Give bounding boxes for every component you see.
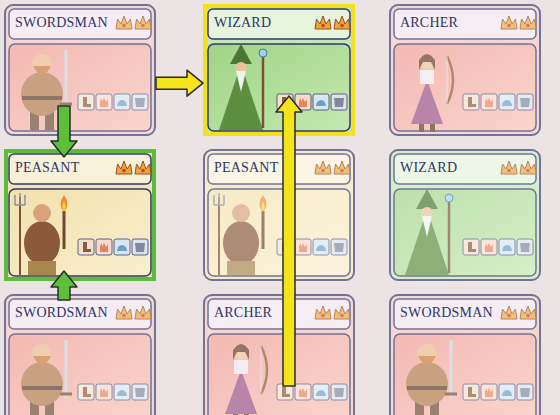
fade-veil	[389, 149, 541, 281]
card-frame	[390, 295, 540, 415]
unit-card: ARCHER	[389, 4, 541, 136]
wizard-figure	[219, 44, 267, 130]
unit-card: WIZARD	[203, 4, 355, 136]
fade-veil	[4, 4, 156, 136]
equipment-icon	[96, 239, 112, 255]
unit-card: PEASANT	[203, 149, 355, 281]
equipment-icon	[114, 239, 130, 255]
highlight-frame	[6, 151, 154, 279]
card-panel	[208, 44, 350, 131]
card-frame	[390, 5, 540, 135]
card-title: WIZARD	[398, 160, 459, 176]
unit-card: ARCHER	[203, 294, 355, 415]
move-arrow	[276, 96, 302, 386]
fade-veil	[389, 294, 541, 415]
unit-card: WIZARD	[389, 149, 541, 281]
card-title: PEASANT	[212, 160, 280, 176]
card-frame	[204, 5, 354, 135]
card-frame	[5, 150, 155, 280]
card-frame	[204, 150, 354, 280]
equipment-icon	[313, 94, 329, 110]
fade-veil	[389, 4, 541, 136]
card-title: WIZARD	[212, 15, 273, 31]
card-title: PEASANT	[13, 160, 81, 176]
move-arrow	[51, 106, 77, 157]
card-header	[9, 154, 151, 184]
unit-card: SWORDSMAN	[4, 294, 156, 415]
unit-card: SWORDSMAN	[389, 294, 541, 415]
unit-card: SWORDSMAN	[4, 4, 156, 136]
unit-card: PEASANT	[4, 149, 156, 281]
crown-icon	[315, 16, 331, 29]
move-arrow	[156, 70, 203, 96]
fade-veil	[4, 294, 156, 415]
card-panel	[9, 189, 151, 276]
equipment-icon	[132, 239, 148, 255]
equipment-icon	[331, 94, 347, 110]
card-frame	[390, 150, 540, 280]
peasant-figure	[15, 193, 68, 275]
fade-veil	[203, 294, 355, 415]
equipment-icon	[295, 94, 311, 110]
crown-icon	[116, 161, 132, 174]
card-frame	[204, 295, 354, 415]
highlight-frame	[205, 6, 353, 134]
card-title: SWORDSMAN	[13, 15, 110, 31]
move-arrow	[51, 271, 77, 300]
card-frame	[5, 295, 155, 415]
card-frame	[5, 5, 155, 135]
card-header	[208, 9, 350, 39]
card-title: SWORDSMAN	[13, 305, 110, 321]
card-title: ARCHER	[212, 305, 274, 321]
card-title: SWORDSMAN	[398, 305, 495, 321]
crown-icon	[135, 161, 151, 174]
equipment-icon	[277, 94, 293, 110]
equipment-icon	[78, 239, 94, 255]
crown-icon	[334, 16, 350, 29]
card-title: ARCHER	[398, 15, 460, 31]
fade-veil	[203, 149, 355, 281]
